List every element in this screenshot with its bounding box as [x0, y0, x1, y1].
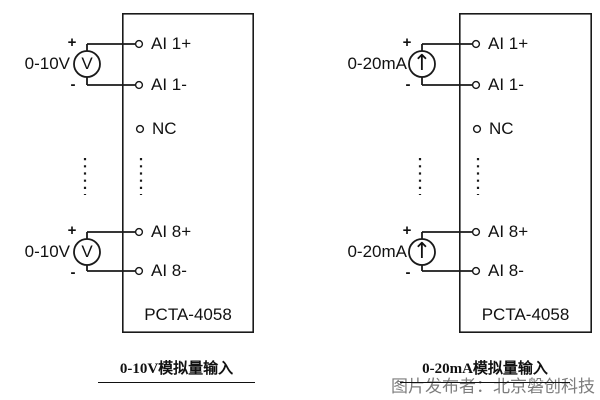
voltmeter-icon: V [81, 54, 93, 73]
terminal-circle [135, 124, 145, 134]
terminal-circle [471, 80, 481, 90]
terminal-circle [471, 39, 481, 49]
voltage-source-circle [73, 238, 101, 266]
current-source-label: 0-20mA [347, 54, 407, 73]
current-source-arrow-icon: ↑ [412, 51, 432, 76]
current-source-circle [408, 50, 436, 78]
terminal-circle [134, 227, 144, 237]
polarity-minus: - [405, 76, 411, 93]
current-source-circle [408, 238, 436, 266]
voltage-source-label: 0-10V [24, 54, 70, 73]
terminal-circle [471, 227, 481, 237]
terminal-label-nc: NC [152, 119, 177, 138]
terminal-label-nc: NC [489, 119, 514, 138]
polarity-minus: - [70, 264, 76, 281]
terminal-circle [471, 266, 481, 276]
polarity-minus: - [405, 264, 411, 281]
polarity-plus: + [67, 222, 77, 239]
module-box [122, 13, 254, 333]
terminal-circle [134, 266, 144, 276]
caption-voltage: 0-10V模拟量输入 [98, 361, 255, 383]
terminal-label-ai1n: AI 1- [488, 75, 524, 94]
terminal-label-ai8p: AI 8+ [488, 222, 529, 241]
current-source-label: 0-20mA [347, 242, 407, 261]
terminal-label-ai8n: AI 8- [151, 261, 187, 280]
module-box [458, 13, 592, 333]
caption-current: 0-20mA模拟量输入 [400, 361, 570, 383]
terminal-label-ai1p: AI 1+ [151, 34, 192, 53]
voltmeter-icon: V [81, 242, 93, 261]
voltage-source-label: 0-10V [24, 242, 70, 261]
terminal-circle [472, 124, 482, 134]
voltage-source-circle [73, 50, 101, 78]
terminal-circle [134, 39, 144, 49]
voltage-diagram-geometry [73, 13, 254, 333]
module-name: PCTA-4058 [481, 305, 570, 324]
polarity-minus: - [70, 76, 76, 93]
terminal-label-ai1p: AI 1+ [488, 34, 529, 53]
current-diagram-geometry [408, 13, 592, 333]
module-name: PCTA-4058 [144, 305, 232, 324]
terminal-label-ai8n: AI 8- [488, 261, 524, 280]
current-source-arrow-icon: ↑ [412, 239, 432, 264]
terminal-label-ai1n: AI 1- [151, 75, 187, 94]
watermark-text: 图片发布者：北京磐创科技 [391, 377, 595, 396]
polarity-plus: + [402, 222, 412, 239]
terminal-label-ai8p: AI 8+ [151, 222, 192, 241]
terminal-circle [134, 80, 144, 90]
polarity-plus: + [402, 34, 412, 51]
polarity-plus: + [67, 34, 77, 51]
